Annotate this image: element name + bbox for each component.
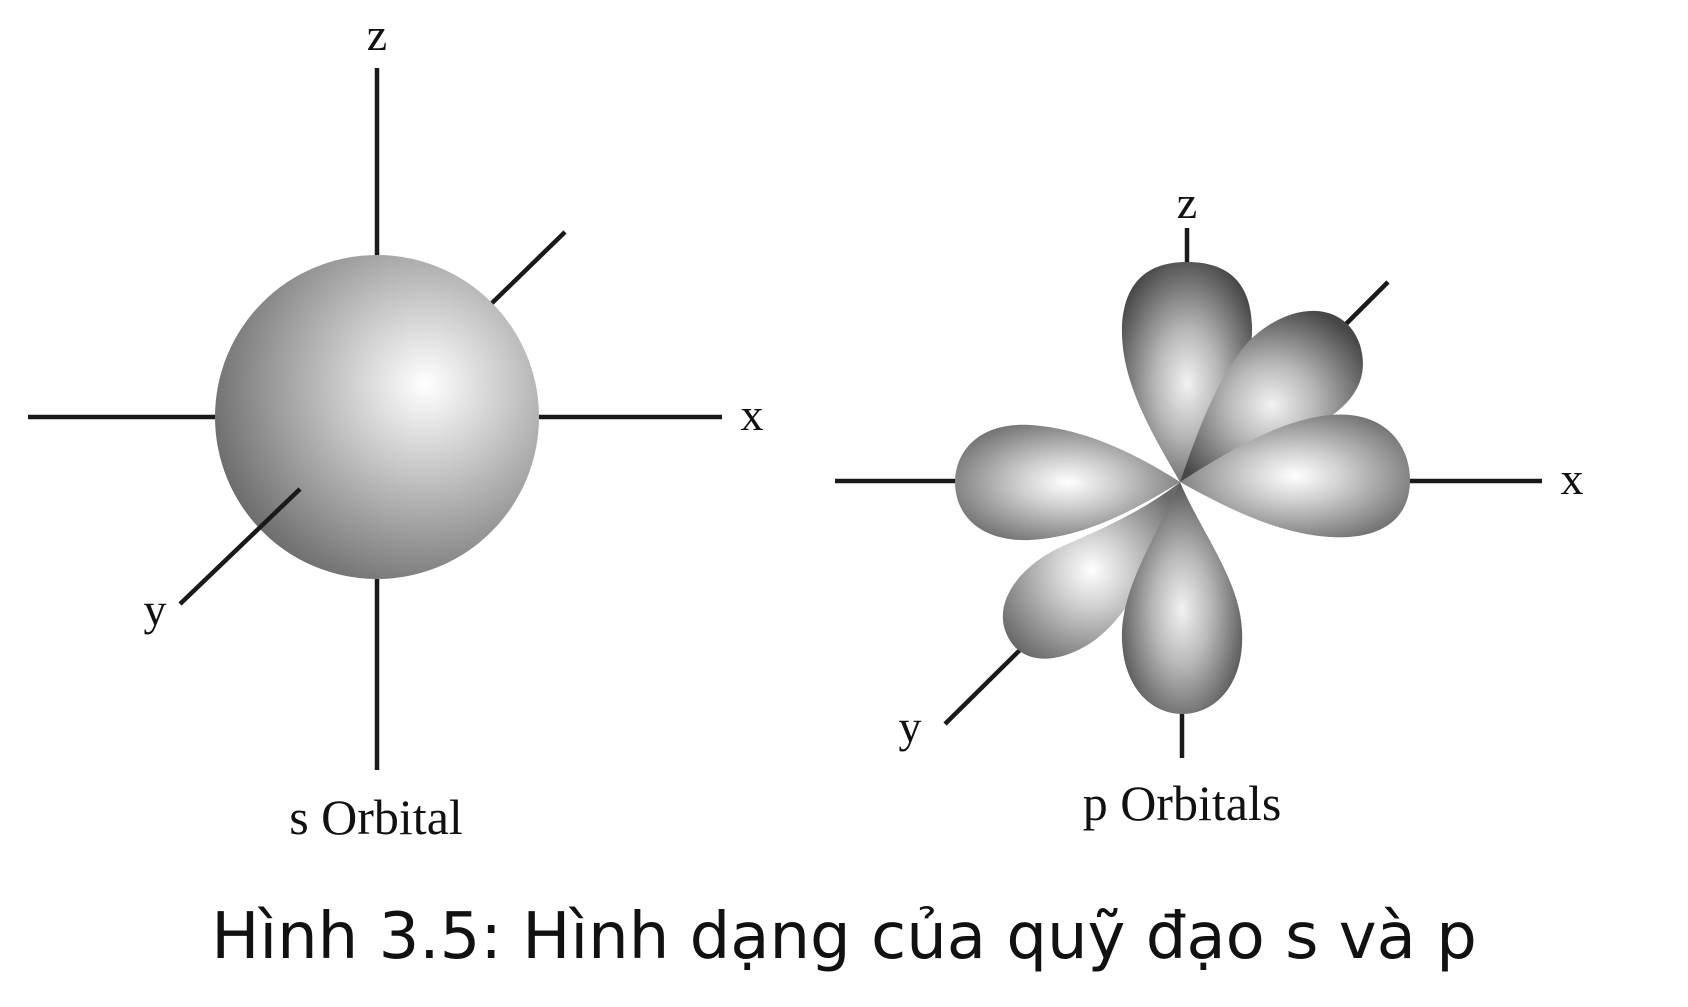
p-lobe-z-top <box>1121 262 1253 482</box>
p-y-axis <box>943 643 1027 726</box>
p-lobe-y-upper <box>1180 310 1363 482</box>
s-orbital-title: s Orbital <box>289 789 463 845</box>
figure-caption: Hình 3.5: Hình dạng của quỹ đạo s và p <box>211 900 1477 974</box>
p-diagonal-axis-back <box>1338 280 1390 332</box>
p-orbitals: z x y p Orbitals <box>835 177 1584 831</box>
s-y-axis <box>178 487 302 606</box>
p-orbitals-title: p Orbitals <box>1083 775 1282 831</box>
s-orbital: z x y s Orbital <box>28 9 764 845</box>
p-lobe-y-front <box>1002 482 1180 659</box>
p-x-label: x <box>1561 453 1584 504</box>
s-x-label: x <box>741 389 764 440</box>
s-diagonal-axis-back <box>488 230 567 307</box>
p-z-label: z <box>1177 177 1197 228</box>
s-y-label: y <box>144 584 167 635</box>
p-lobe-z-bottom <box>1121 482 1243 714</box>
s-z-label: z <box>367 9 387 60</box>
s-orbital-sphere <box>215 255 539 579</box>
p-lobe-x-right <box>1180 414 1410 538</box>
p-y-label: y <box>899 701 922 752</box>
p-lobe-x-left <box>955 424 1180 541</box>
